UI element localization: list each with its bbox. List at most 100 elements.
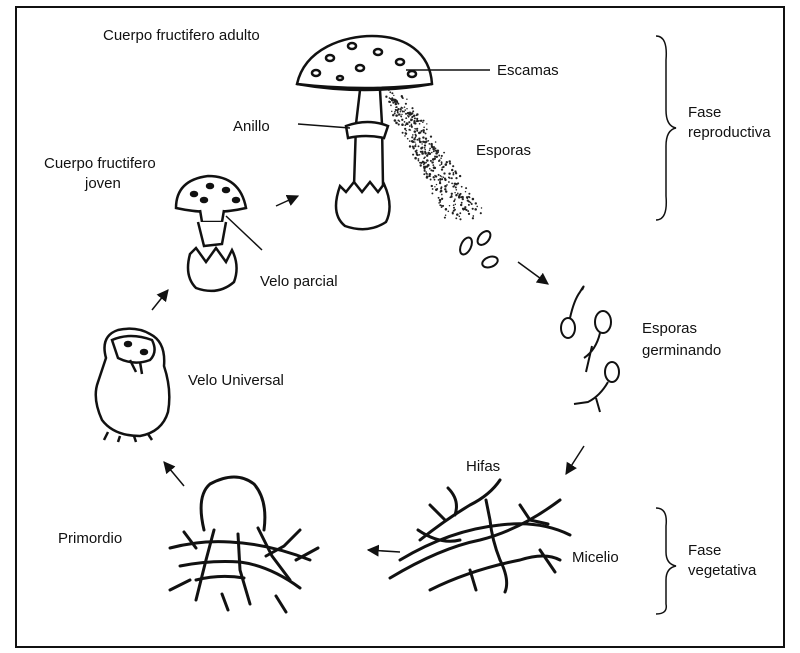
- spore-dot: [400, 111, 401, 112]
- partial-veil-label: Velo parcial: [260, 273, 338, 291]
- adult-fruiting-body-label: Cuerpo fructifero adulto: [103, 27, 260, 45]
- spore-dot: [471, 203, 473, 205]
- spore-dot: [462, 198, 464, 200]
- spore-dot: [408, 129, 410, 131]
- spore-dot: [463, 208, 466, 211]
- spore-dot: [445, 190, 447, 192]
- spore-dot: [430, 179, 432, 181]
- spores-label: Esporas: [476, 142, 531, 160]
- spore-dot: [414, 141, 415, 142]
- spore-dot: [416, 130, 418, 132]
- spore-dot: [425, 162, 427, 164]
- spore-dot: [468, 204, 470, 206]
- arrow-veil-to-young: [152, 290, 168, 310]
- spore-dot: [439, 201, 441, 203]
- spore-dot: [415, 144, 416, 145]
- loose-spores: [458, 229, 500, 270]
- spore-dot: [396, 106, 398, 108]
- spore-dot: [454, 198, 456, 200]
- spore-dot: [454, 192, 455, 193]
- spore-dot: [438, 179, 440, 181]
- spore-dot: [420, 164, 422, 166]
- spore-dot: [451, 193, 453, 195]
- spore-dot: [456, 213, 459, 216]
- spore-dot: [428, 175, 430, 177]
- spore-dot: [401, 123, 404, 126]
- spore-dot: [440, 190, 443, 193]
- spore-dot: [429, 168, 431, 170]
- spore-dot: [452, 165, 454, 167]
- reproductive-phase-label-line2: reproductiva: [688, 124, 771, 142]
- spore-dot: [411, 124, 413, 126]
- spore-dot: [441, 168, 443, 170]
- spore-dot: [437, 149, 440, 152]
- spore-dot: [459, 218, 461, 220]
- vegetative-phase-label-line1: Fase: [688, 542, 721, 560]
- spore-dot: [409, 111, 411, 113]
- primordium-drawing: [170, 477, 318, 612]
- spore-dot: [406, 122, 408, 124]
- vegetative-phase-label-line2: vegetativa: [688, 562, 756, 580]
- spore-dot: [427, 140, 429, 142]
- spore-dot: [423, 126, 425, 128]
- spore-dot: [481, 207, 482, 208]
- spore-dot: [441, 198, 443, 200]
- spore-dot: [456, 189, 458, 191]
- spore-dot: [413, 147, 415, 149]
- spore-dot: [465, 191, 466, 192]
- spore-dot: [394, 111, 396, 113]
- spore-dot: [453, 204, 455, 206]
- spore-dot: [435, 149, 437, 151]
- spore-dot: [443, 172, 445, 174]
- spore-dot: [413, 141, 414, 142]
- spore-dot: [394, 119, 397, 122]
- spore-dot: [445, 163, 448, 166]
- spore-dot: [455, 217, 457, 219]
- young-fruiting-body-label-line2: joven: [85, 175, 121, 193]
- spore-dot: [433, 150, 435, 152]
- spore-dot: [460, 196, 462, 198]
- spore-dot: [404, 128, 406, 130]
- spore-dot: [455, 204, 456, 205]
- spore-dot: [405, 118, 406, 119]
- spore-dot: [426, 129, 428, 131]
- spore-dot: [422, 129, 425, 132]
- universal-veil-label: Velo Universal: [188, 372, 284, 390]
- spore-dot: [455, 194, 457, 196]
- spore-dot: [412, 134, 414, 136]
- spore-dot: [432, 188, 434, 190]
- reproductive-phase-label-line1: Fase: [688, 104, 721, 122]
- spore-dot: [415, 128, 416, 129]
- spore-dot: [394, 113, 396, 115]
- spore-dot: [430, 135, 432, 137]
- spore-dot: [413, 122, 416, 125]
- spore-dot: [453, 172, 455, 174]
- spore-dot: [433, 176, 435, 178]
- spore-dot: [416, 113, 418, 115]
- spore-dot: [461, 186, 463, 188]
- spore-dot: [407, 115, 408, 116]
- spore-dot: [430, 160, 432, 162]
- spore-dot: [474, 208, 477, 211]
- spore-dot: [427, 153, 429, 155]
- spore-dot: [402, 132, 404, 134]
- spore-dot: [455, 177, 457, 179]
- spore-dot: [472, 208, 474, 210]
- spore-dot: [391, 92, 393, 94]
- spore-dot: [421, 143, 422, 144]
- spore-dot: [453, 210, 455, 212]
- spore-dot: [406, 108, 407, 109]
- arrow-young-to-adult: [276, 196, 298, 206]
- spore-dot: [449, 163, 451, 165]
- spore-dot: [405, 132, 407, 134]
- spore-dot: [423, 164, 425, 166]
- germinating-spores-label-line1: Esporas: [642, 320, 697, 338]
- spore-dot: [475, 202, 477, 204]
- spore-dot: [429, 150, 431, 152]
- spore-dot: [411, 107, 413, 109]
- spore-dot: [416, 118, 418, 120]
- spore-dot: [395, 122, 398, 125]
- spore-dot: [449, 177, 451, 179]
- hyphae-label: Hifas: [466, 458, 500, 476]
- spore-dot: [441, 178, 443, 180]
